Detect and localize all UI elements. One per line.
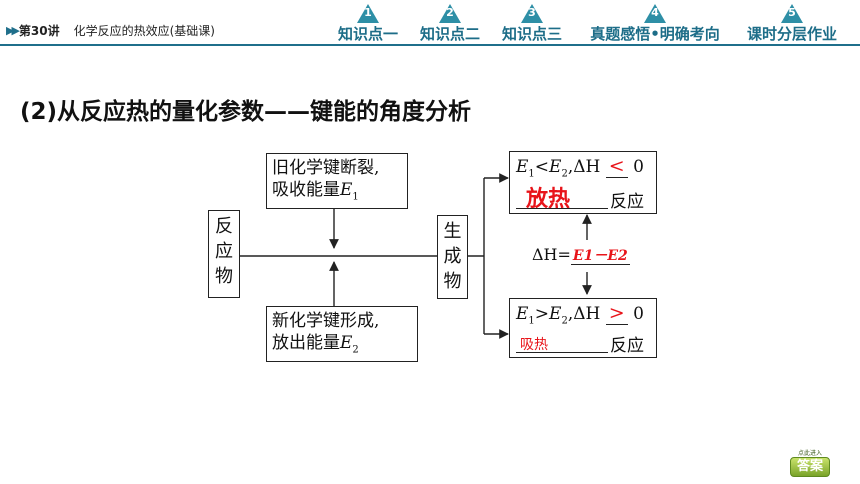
tab-label[interactable]: 真题感悟•明确考向: [590, 25, 720, 43]
answer-button-label[interactable]: 答案: [790, 457, 830, 477]
tab-knowledge-2[interactable]: 2 知识点二: [415, 4, 485, 44]
endothermic-condition: E1>E2,ΔH > 0: [516, 302, 644, 327]
number-badge-icon: 1: [357, 4, 379, 24]
show-answer-button[interactable]: 点此进入 答案: [788, 448, 832, 480]
number-badge-icon: 3: [521, 4, 543, 24]
tab-knowledge-1[interactable]: 1 知识点一: [333, 4, 403, 44]
lesson-title: ▶▶ 第30讲 化学反应的热效应(基础课): [6, 22, 215, 39]
exothermic-condition: E1<E2,ΔH < 0: [516, 155, 644, 180]
answer-caption: 点此进入: [797, 450, 822, 457]
bond-forming-box: 新化学键形成, 放出能量E2: [266, 306, 418, 362]
endothermic-result-box: E1>E2,ΔH > 0 吸热 反应: [509, 298, 657, 358]
tab-label[interactable]: 知识点二: [419, 25, 480, 43]
number-badge-icon: 2: [439, 4, 461, 24]
tab-exam-insight[interactable]: 4 真题感悟•明确考向: [582, 4, 728, 44]
products-box: 生 成 物: [437, 215, 468, 299]
tab-label[interactable]: 课时分层作业: [746, 25, 837, 43]
top-nav-bar: ▶▶ 第30讲 化学反应的热效应(基础课) 1 知识点一 2 知识点二 3 知识…: [0, 0, 860, 46]
exothermic-word-answer: 放热: [526, 187, 571, 212]
bond-breaking-box: 旧化学键断裂, 吸收能量E1: [266, 153, 408, 209]
number-badge-icon: 5: [781, 4, 803, 24]
tab-homework[interactable]: 5 课时分层作业: [740, 4, 844, 44]
exothermic-sign-answer: <: [605, 155, 628, 178]
reactants-box: 反 应 物: [208, 210, 240, 298]
section-heading: (2)从反应热的量化参数——键能的角度分析: [20, 99, 472, 125]
tab-knowledge-3[interactable]: 3 知识点三: [497, 4, 567, 44]
exothermic-result-box: E1<E2,ΔH < 0 放热 反应: [509, 151, 657, 214]
header-divider: [0, 44, 860, 46]
delta-h-equation: ΔH=E1－E2: [532, 245, 630, 265]
endothermic-sign-answer: >: [605, 302, 628, 325]
play-arrows-icon: ▶▶: [6, 24, 20, 37]
delta-h-answer: E1－E2: [570, 248, 630, 265]
tab-label[interactable]: 知识点一: [337, 25, 398, 43]
tab-label[interactable]: 知识点三: [501, 25, 562, 43]
number-badge-icon: 4: [644, 4, 666, 24]
endothermic-word-answer: 吸热: [520, 337, 548, 353]
lesson-name: 化学反应的热效应(基础课): [73, 24, 215, 38]
lesson-number: 第30讲: [18, 24, 60, 38]
